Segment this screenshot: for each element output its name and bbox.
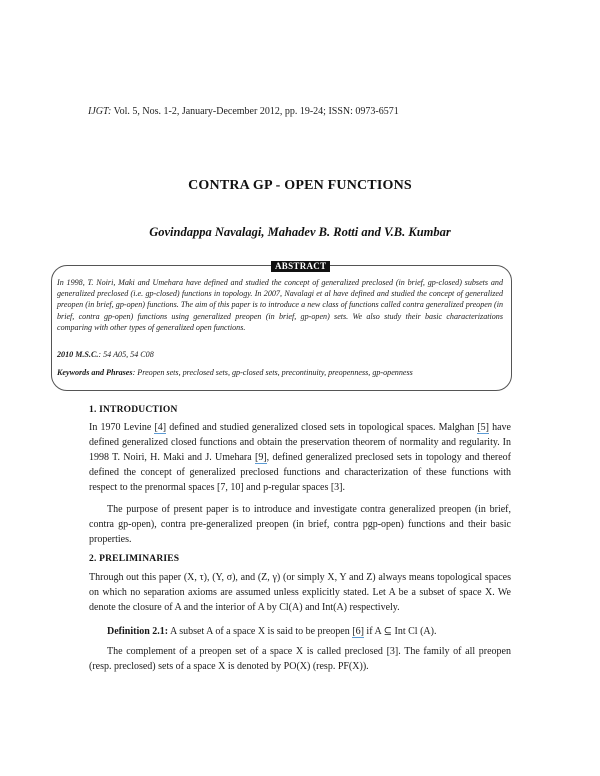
prelim-paragraph-2: The complement of a preopen set of a spa… xyxy=(89,646,511,672)
paper-authors: Govindappa Navalagi, Mahadev B. Rotti an… xyxy=(149,225,451,239)
text-span: have defined generalized closed function… xyxy=(89,422,511,463)
section-heading-preliminaries: 2. PRELIMINARIES xyxy=(89,554,180,564)
journal-abbrev: IJGT: xyxy=(88,106,112,117)
keywords-label: Keywords and Phrases xyxy=(57,368,133,377)
text-span: A subset A of a space X is said to be pr… xyxy=(168,626,353,637)
journal-details: Vol. 5, Nos. 1-2, January-December 2012,… xyxy=(111,106,399,117)
text-span: In 1970 Levine xyxy=(89,422,155,433)
citation-link-6[interactable]: [6] xyxy=(352,626,364,638)
intro-paragraph-1: In 1970 Levine [4] defined and studied g… xyxy=(89,420,511,495)
msc-classification: 2010 M.S.C.: 54 A05, 54 C08 xyxy=(57,350,154,359)
keywords: Keywords and Phrases: Preopen sets, prec… xyxy=(57,367,503,378)
prelim-paragraph-1: Through out this paper (X, τ), (Y, σ), a… xyxy=(89,572,511,613)
text-span: defined and studied generalized closed s… xyxy=(166,422,478,433)
abstract-text: In 1998, T. Noiri, Maki and Umehara have… xyxy=(57,278,503,332)
definition-2-1: Definition 2.1: A subset A of a space X … xyxy=(89,624,511,639)
journal-citation: IJGT: Vol. 5, Nos. 1-2, January-December… xyxy=(88,106,399,117)
msc-value: : 54 A05, 54 C08 xyxy=(98,350,154,359)
section-heading-introduction: 1. INTRODUCTION xyxy=(89,405,178,415)
definition-label: Definition 2.1: xyxy=(107,626,169,637)
msc-label: 2010 M.S.C. xyxy=(57,350,99,359)
citation-link-9[interactable]: [9] xyxy=(254,452,267,464)
citation-link-4[interactable]: [4] xyxy=(154,422,167,434)
keywords-value: : Preopen sets, preclosed sets, gp-close… xyxy=(132,368,413,377)
citation-link-5[interactable]: [5] xyxy=(477,422,489,434)
text-span: , defined generalized preclosed sets in … xyxy=(89,452,511,493)
intro-paragraph-2: The purpose of present paper is to intro… xyxy=(89,504,511,545)
paper-title: CONTRA GP - OPEN FUNCTIONS xyxy=(188,178,412,193)
text-span: if A ⊆ Int Cl (A). xyxy=(363,626,437,637)
abstract-label: ABSTRACT xyxy=(271,261,331,272)
